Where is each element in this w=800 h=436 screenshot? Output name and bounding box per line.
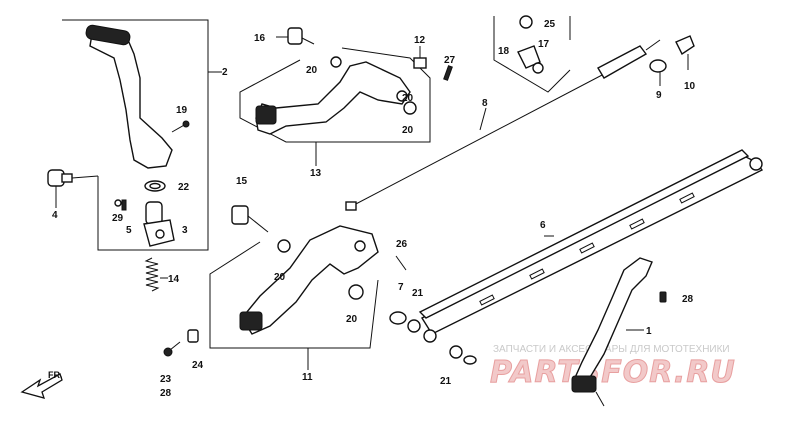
nut-24 bbox=[187, 329, 199, 343]
callout-20d: 20 bbox=[274, 272, 286, 283]
callout-7: 7 bbox=[398, 282, 404, 293]
switch-18 bbox=[517, 45, 541, 69]
callout-29: 29 bbox=[112, 213, 124, 224]
group-box-11 bbox=[209, 241, 379, 349]
callout-26: 26 bbox=[396, 239, 408, 250]
direction-arrow: FR. bbox=[20, 370, 63, 399]
callout-4: 4 bbox=[52, 210, 58, 221]
bolt-26 bbox=[395, 255, 407, 271]
kick-spindle bbox=[145, 201, 163, 225]
brake-pedal bbox=[241, 225, 379, 335]
gearchange-pedal-rubber bbox=[255, 105, 277, 125]
washer-21b bbox=[449, 345, 463, 359]
pin-29 bbox=[121, 199, 127, 211]
washer-20a bbox=[330, 56, 342, 68]
step-bracket bbox=[573, 257, 653, 387]
direction-label: FR. bbox=[48, 370, 63, 380]
group-box-switch bbox=[493, 16, 571, 93]
washer-21c bbox=[463, 355, 477, 365]
callout-27: 27 bbox=[444, 55, 456, 66]
callout-18: 18 bbox=[498, 46, 510, 57]
watermark-caption: ЗАПЧАСТИ И АКСЕССУАРЫ ДЛЯ МОТОТЕХНИКИ bbox=[493, 344, 730, 355]
kick-arm bbox=[89, 33, 173, 169]
callout-21a: 21 bbox=[412, 288, 424, 299]
nut-25 bbox=[519, 15, 533, 29]
part-10 bbox=[675, 35, 695, 56]
group-box-13 bbox=[239, 47, 431, 143]
callout-20c: 20 bbox=[402, 125, 414, 136]
callout-14: 14 bbox=[168, 274, 180, 285]
bolt-16 bbox=[287, 27, 303, 45]
footrest-bar-group bbox=[389, 149, 764, 365]
brake-cable bbox=[351, 73, 605, 207]
part-9 bbox=[649, 59, 667, 73]
callout-1: 1 bbox=[646, 326, 652, 337]
watermark: ЗАПЧАСТИ И АКСЕССУАРЫ ДЛЯ МОТОТЕХНИКИ PA… bbox=[490, 344, 736, 391]
kick-pedal-rubber bbox=[85, 24, 131, 46]
callout-17: 17 bbox=[538, 39, 550, 50]
washer-20b bbox=[403, 101, 417, 115]
callout-5: 5 bbox=[126, 225, 132, 236]
callout-2: 2 bbox=[222, 67, 228, 78]
bolt-19 bbox=[182, 120, 190, 128]
callout-13: 13 bbox=[310, 168, 322, 179]
callout-20b: 20 bbox=[402, 93, 414, 104]
callout-24: 24 bbox=[192, 360, 204, 371]
front-arrow-icon bbox=[20, 373, 63, 399]
callouts: 2 19 22 4 29 5 3 14 16 12 27 20 20 20 13… bbox=[52, 19, 696, 399]
callout-25: 25 bbox=[544, 19, 556, 30]
bolt-27 bbox=[443, 65, 453, 81]
part-12 bbox=[413, 57, 427, 69]
spring-14 bbox=[144, 257, 160, 292]
bolt-23 bbox=[169, 341, 181, 351]
callout-12: 12 bbox=[414, 35, 426, 46]
callout-23: 23 bbox=[160, 374, 172, 385]
bolt-28a bbox=[659, 291, 667, 303]
bolt-15 bbox=[231, 205, 249, 225]
callout-11: 11 bbox=[302, 372, 313, 383]
callout-22: 22 bbox=[178, 182, 190, 193]
brake-pedal-rubber bbox=[239, 311, 263, 331]
group-box-2 bbox=[62, 19, 209, 251]
switch-17 bbox=[532, 62, 544, 74]
gearchange-pedal-group bbox=[239, 27, 453, 166]
callout-28a: 28 bbox=[682, 294, 694, 305]
step-rubber bbox=[571, 375, 597, 393]
callout-6: 6 bbox=[540, 220, 546, 231]
callout-20a: 20 bbox=[306, 65, 318, 76]
gearchange-pedal bbox=[255, 61, 411, 135]
callout-19: 19 bbox=[176, 105, 188, 116]
callout-15: 15 bbox=[236, 176, 248, 187]
callout-10: 10 bbox=[684, 81, 696, 92]
brake-pedal-group bbox=[163, 205, 407, 370]
cable-end bbox=[345, 201, 357, 211]
callout-20e: 20 bbox=[346, 314, 358, 325]
callout-8: 8 bbox=[482, 98, 488, 109]
watermark-brand: PARTSFOR.RU bbox=[490, 355, 736, 390]
step-bracket-group bbox=[571, 257, 667, 407]
ring-29 bbox=[114, 199, 122, 207]
washer-20d bbox=[277, 239, 291, 253]
callout-28b: 28 bbox=[160, 388, 172, 399]
cable-group bbox=[345, 15, 695, 211]
washer-7 bbox=[389, 311, 407, 325]
washer-20e bbox=[348, 284, 364, 300]
callout-9: 9 bbox=[656, 90, 662, 101]
cable-spring bbox=[597, 45, 648, 79]
callout-21b: 21 bbox=[440, 376, 452, 387]
callout-16: 16 bbox=[254, 33, 266, 44]
kickstarter-group bbox=[47, 19, 222, 292]
washer-21a bbox=[407, 319, 421, 333]
callout-3: 3 bbox=[182, 225, 188, 236]
